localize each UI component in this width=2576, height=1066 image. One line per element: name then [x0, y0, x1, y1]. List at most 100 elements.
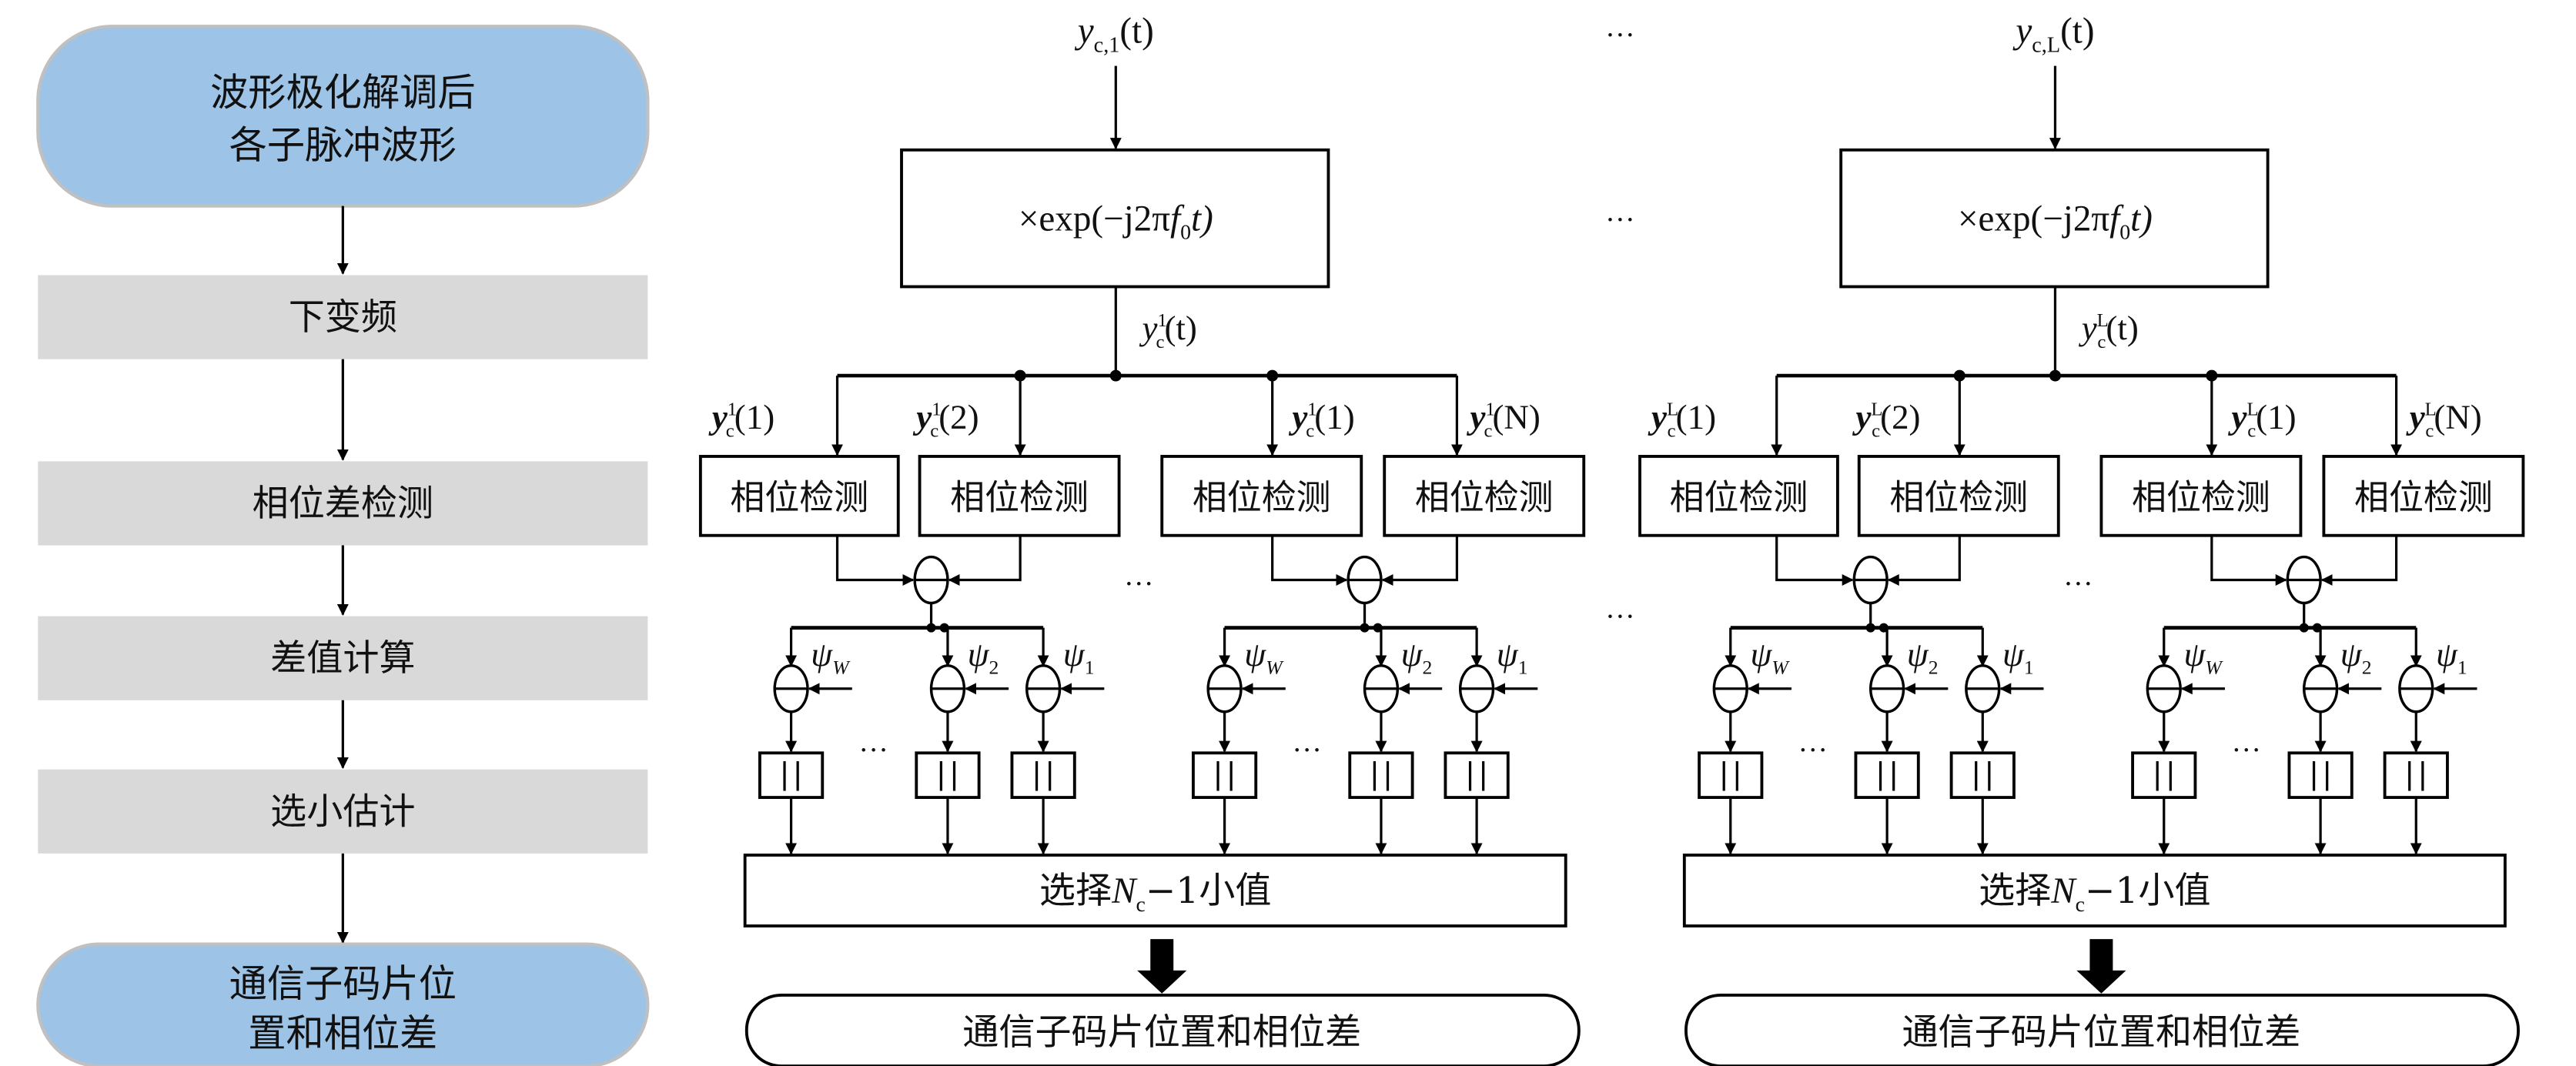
psi-label: ψW: [2183, 635, 2223, 679]
psi-label: ψ1: [2436, 635, 2467, 679]
input-signal-label: yc,1(t): [1075, 12, 1154, 58]
junction-dot: [1109, 369, 1122, 382]
abs-value-box: [1191, 751, 1258, 800]
ellipsis-psi: …: [1292, 726, 1322, 758]
phase-detector-label: 相位检测: [950, 476, 1089, 517]
junction-dot: [1865, 623, 1875, 633]
abs-value-box: [1949, 751, 2016, 800]
phase-detector-label: 相位检测: [2354, 476, 2493, 517]
psi-label: ψ1: [1063, 635, 1095, 679]
psi-label: ψ2: [1401, 635, 1433, 679]
abs-value-box: [2383, 751, 2449, 800]
phase-detector-box: [2322, 455, 2525, 537]
abs-value-box: [2131, 751, 2197, 800]
phase-detector-label: 相位检测: [1193, 476, 1331, 517]
flow-step-diff-calc: [38, 616, 648, 700]
phase-detector-box: [918, 455, 1121, 537]
junction-dot: [2049, 369, 2061, 382]
psi-label: ψ2: [1907, 635, 1939, 679]
detector-to-subtractor-line: [1775, 535, 1854, 586]
abs-value-box: [1348, 751, 1414, 800]
psi-label: ψW: [811, 635, 851, 679]
phase-detector-label: 相位检测: [1415, 476, 1554, 517]
detector-to-subtractor-line: [2210, 535, 2287, 586]
junction-dot: [2299, 623, 2309, 633]
flow-column: 波形极化解调后 各子脉冲波形 下变频 相位差检测 差值计算 选小估计 通信子码片…: [36, 25, 650, 1066]
flow-step-downconvert: [38, 275, 648, 359]
ellipsis-psi: …: [1798, 726, 1828, 758]
output-label: 通信子码片位置和相位差: [1902, 1011, 2300, 1054]
psi-label: ψ2: [968, 635, 999, 679]
output-terminal: [1684, 994, 2520, 1066]
input-signal-label: yc,L(t): [2012, 12, 2094, 58]
flow-step-min-estimate: [38, 769, 648, 854]
phase-detector-box: [1638, 455, 1839, 537]
flow-start-line1: 波形极化解调后: [210, 70, 476, 115]
phase-detector-box: [698, 455, 900, 537]
detector-to-subtractor-line: [1271, 535, 1348, 586]
flow-step-label: 差值计算: [270, 637, 415, 680]
phase-detector-label: 相位检测: [1889, 476, 2028, 517]
ellipsis-top: …: [1605, 11, 1635, 43]
output-label: 通信子码片位置和相位差: [962, 1011, 1361, 1054]
phase-detector-label: 相位检测: [730, 476, 868, 517]
flow-step-label: 相位差检测: [253, 483, 433, 525]
phase-detector-box: [2099, 455, 2303, 537]
thick-down-arrow-icon: [1137, 939, 1187, 994]
abs-value-box: [2287, 751, 2354, 800]
ellipsis-psi: …: [2232, 726, 2262, 758]
psi-label: ψW: [1244, 635, 1284, 679]
abs-value-box: [1010, 751, 1076, 800]
select-min-label: 选择Nc−1小值: [1979, 870, 2211, 917]
select-min-box: [743, 854, 1567, 927]
detector-to-subtractor-line: [835, 535, 915, 586]
flow-end-line2: 置和相位差: [248, 1011, 437, 1055]
select-min-box: [1682, 854, 2507, 927]
ellipsis-psi: …: [858, 726, 888, 758]
phase-detector-label: 相位检测: [2132, 476, 2270, 517]
ellipsis-middle: …: [1605, 593, 1635, 625]
phase-detector-box: [1383, 455, 1586, 537]
flow-start-line2: 各子脉冲波形: [229, 123, 457, 168]
psi-label: ψ1: [1497, 635, 1528, 679]
phase-detector-box: [1160, 455, 1363, 537]
ellipsis-subtractors: …: [2063, 560, 2093, 592]
abs-value-box: [1444, 751, 1510, 800]
select-min-label: 选择Nc−1小值: [1039, 870, 1272, 917]
flow-end-line1: 通信子码片位: [229, 961, 457, 1006]
psi-label: ψ1: [2002, 635, 2034, 679]
abs-value-box: [758, 751, 825, 800]
detector-to-subtractor-line: [2320, 535, 2398, 586]
flow-step-phase-diff-detect: [38, 461, 648, 546]
abs-value-box: [1854, 751, 1920, 800]
flow-step-label: 下变频: [289, 296, 397, 339]
psi-label: ψW: [1750, 635, 1790, 679]
psi-label: ψ2: [2340, 635, 2372, 679]
ellipsis-mixer: …: [1605, 195, 1635, 228]
ellipsis-subtractors: …: [1124, 560, 1154, 592]
detector-to-subtractor-line: [1887, 535, 1961, 586]
abs-value-box: [915, 751, 981, 800]
detector-to-subtractor-line: [948, 535, 1022, 586]
output-terminal: [744, 994, 1581, 1066]
phase-detector-label: 相位检测: [1670, 476, 1808, 517]
flow-step-label: 选小估计: [270, 790, 415, 833]
flow-end-terminal: [36, 942, 650, 1066]
detector-to-subtractor-line: [1381, 535, 1459, 586]
junction-dot: [1360, 623, 1370, 633]
thick-down-arrow-icon: [2076, 939, 2126, 994]
junction-dot: [926, 623, 936, 633]
flow-start-terminal: [36, 25, 650, 208]
